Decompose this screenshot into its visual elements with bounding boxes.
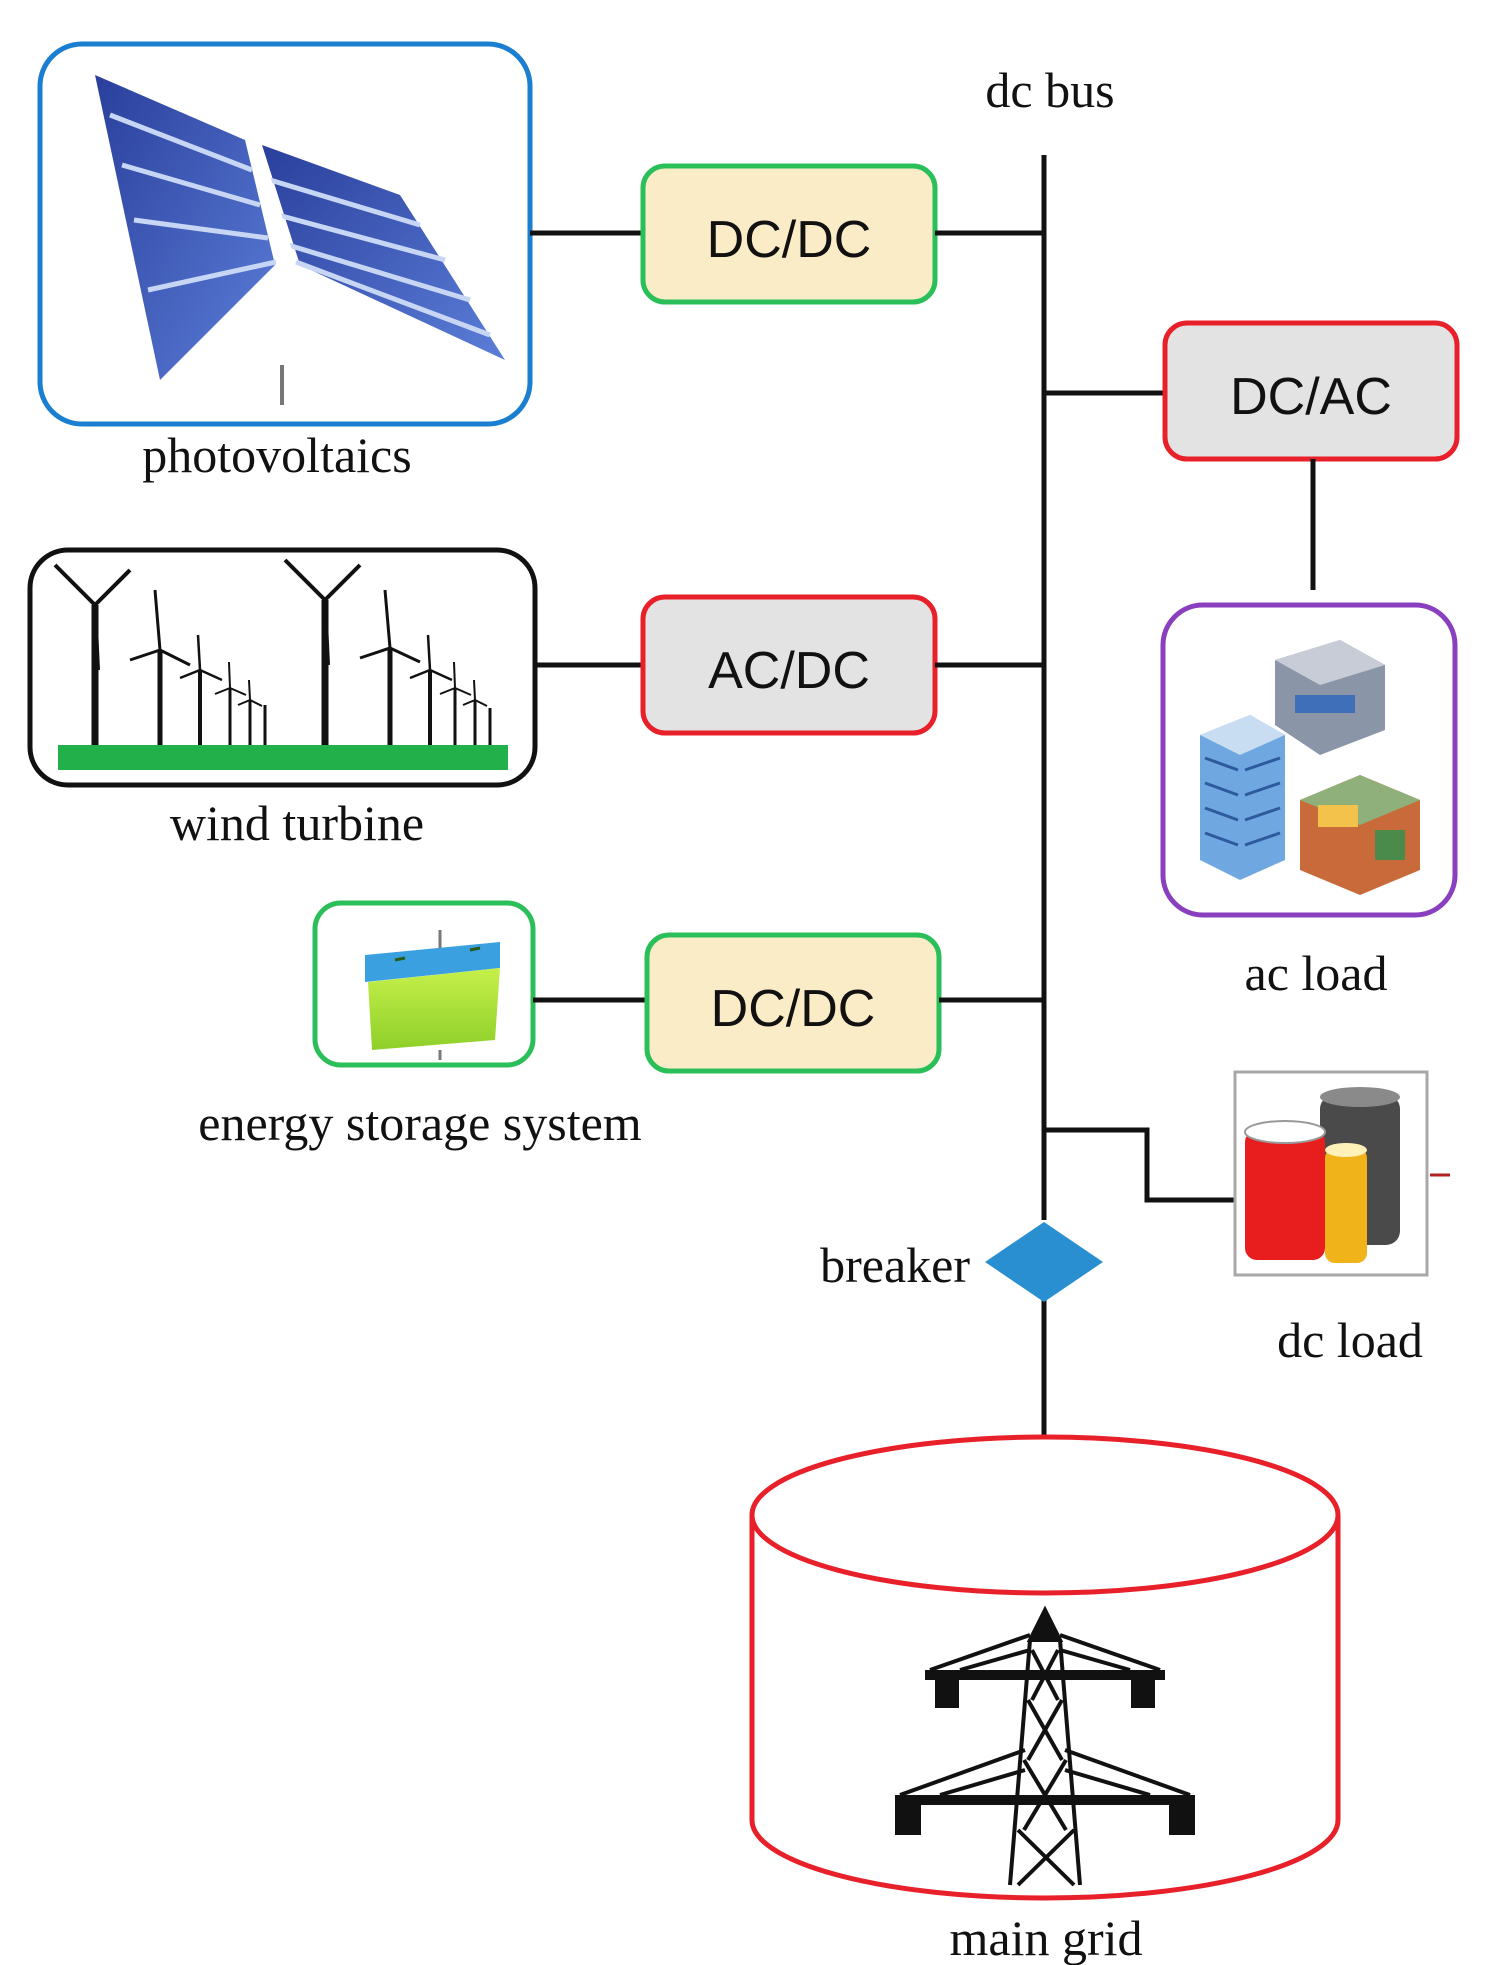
wind-source bbox=[27, 547, 538, 788]
grid-cylinder-top bbox=[749, 1434, 1341, 1596]
storage-dcdc-converter bbox=[644, 932, 942, 1074]
pv-source bbox=[37, 41, 533, 427]
ac-load bbox=[1160, 602, 1458, 918]
dc-load bbox=[1233, 1070, 1450, 1277]
pv-label: photovoltaics bbox=[142, 427, 411, 483]
ac-load-converter-label: DC/AC bbox=[1230, 368, 1392, 426]
ac-load-label: ac load bbox=[1245, 945, 1388, 1001]
storage-label: energy storage system bbox=[198, 1095, 642, 1151]
bus-to-dc-load-line bbox=[1044, 1127, 1235, 1203]
wind-converter-label: AC/DC bbox=[708, 642, 870, 700]
wind-label: wind turbine bbox=[170, 795, 424, 851]
storage-converter-label: DC/DC bbox=[711, 980, 876, 1038]
pv-converter-label: DC/DC bbox=[707, 211, 872, 269]
main-grid bbox=[749, 1434, 1341, 1901]
dc-bus-label: dc bus bbox=[985, 62, 1114, 118]
dc-load-label: dc load bbox=[1277, 1312, 1423, 1368]
breaker-label: breaker bbox=[820, 1237, 970, 1293]
buildings-icon bbox=[1200, 640, 1420, 895]
transmission-tower-icon bbox=[895, 1605, 1195, 1887]
main-grid-label: main grid bbox=[949, 1910, 1142, 1965]
wind-turbine-icon bbox=[53, 558, 508, 770]
breaker-diamond-icon bbox=[985, 1222, 1103, 1302]
dc-load-cells-icon bbox=[1244, 1087, 1400, 1263]
solar-panel-icon bbox=[95, 75, 505, 405]
battery-icon bbox=[365, 930, 500, 1060]
storage-source bbox=[312, 900, 536, 1068]
